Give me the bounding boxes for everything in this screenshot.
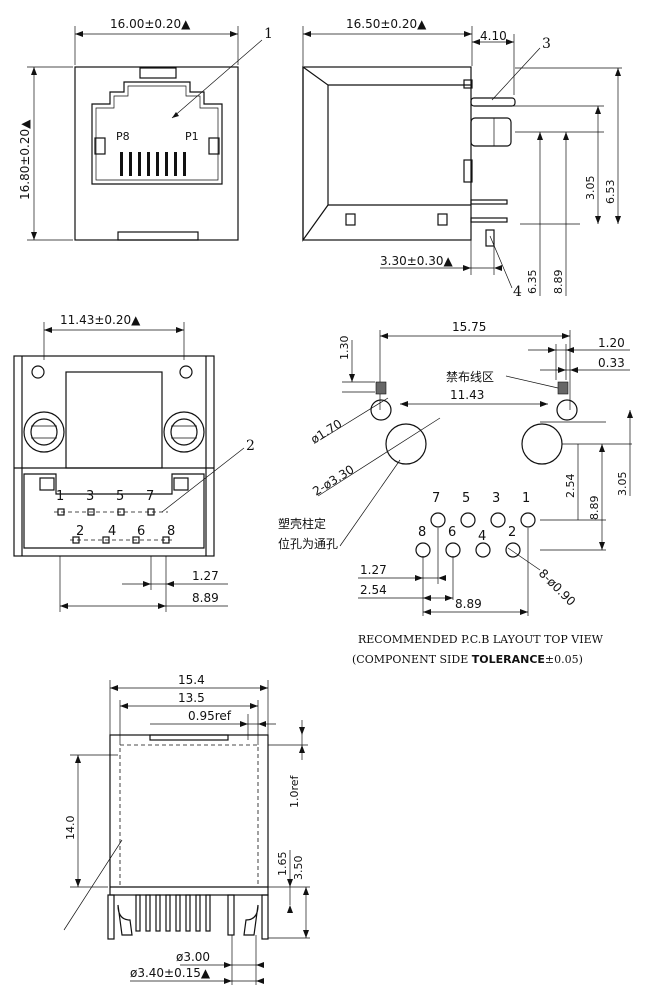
pcb-dim-889: 8.89 [455,597,482,611]
pcb-caption-line2: (COMPONENT SIDE TOLERANCE±0.05) [352,653,583,666]
front-balloon: 1 [264,26,273,42]
shield-dim-10ref: 1.0ref [288,774,301,808]
shield-dim-350: 3.50 [292,856,305,881]
pcb-pin-3: 3 [492,491,500,506]
pcb-pin-6: 6 [448,525,456,540]
pcb-keepout-left [375,381,387,395]
pcb-locator-line1: 塑壳柱定 [278,516,326,531]
front-contacts [120,152,186,176]
front-height-dim: 16.80±0.20▲ [18,119,32,200]
pcb-pin-8: 8 [418,525,426,540]
pcb-dim-1143: 11.43 [450,388,484,402]
shield-dia-340: ø3.40±0.15▲ [130,966,211,980]
pcb-dim-127: 1.27 [360,563,387,577]
pcb-pin-5: 5 [462,491,470,506]
side-dim-889: 8.89 [552,270,565,295]
shield-dim-154: 15.4 [178,673,205,687]
bottom-pitch-dim: 1.27 [192,569,219,583]
pcb-hole-left-large [385,423,427,465]
shield-inner-dashed [119,744,259,888]
pcb-layout: 15.75 1.30 1.20 0.33 禁布线区 11.43 [278,320,633,666]
pcb-dim-120: 1.20 [598,336,625,350]
front-width-dim: 16.00±0.20▲ [110,17,191,31]
side-balloon-top: 3 [542,36,551,52]
pcb-dim-254: 2.54 [360,583,387,597]
pcb-pin-2: 2 [508,525,516,540]
pcb-caption-prefix: (COMPONENT SIDE [352,653,472,666]
front-bottom-tab [117,231,199,241]
bottom-pin-1: 1 [56,489,64,504]
front-view: 16.00±0.20▲ 16.80±0.20▲ P8 P1 [18,17,273,241]
pcb-pin-holes [415,512,536,558]
bottom-pin-4: 4 [108,524,116,539]
front-pin-p1: P1 [185,130,199,143]
bottom-pin-8: 8 [167,524,175,539]
bottom-pin-7: 7 [146,489,154,504]
pcb-dim-1575: 15.75 [452,320,486,334]
pcb-pin-7: 7 [432,491,440,506]
side-top-dim: 4.10 [480,29,507,43]
bottom-pin-pads [57,508,170,544]
side-balloon-bottom: 4 [513,284,522,300]
pcb-locator-line2: 位孔为通孔 [278,536,338,551]
pcb-keepout-label: 禁布线区 [446,370,494,384]
bottom-housing [13,355,215,557]
pcb-pin-4: 4 [478,529,486,544]
pcb-pin-1: 1 [522,491,530,506]
side-dim-635: 6.35 [526,270,539,295]
pcb-dia-330: 2-ø3.30 [310,462,356,498]
shield-dim-165: 1.65 [276,852,289,877]
bottom-span-dim: 8.89 [192,591,219,605]
pcb-keepout-right [557,381,569,395]
shield-dim-135: 13.5 [178,691,205,705]
bottom-view: 11.43±0.20▲ 1 3 [13,313,255,612]
pcb-dim-254-v: 2.54 [564,474,577,499]
bottom-pin-3: 3 [86,489,94,504]
pcb-hole-right-large [521,423,563,465]
shield-dim-095: 0.95ref [188,709,232,723]
pcb-dim-130: 1.30 [338,336,351,361]
side-length-dim: 16.50±0.20▲ [346,17,427,31]
side-bottom-dim: 3.30±0.30▲ [380,254,453,268]
pcb-dim-305-v: 3.05 [616,472,629,497]
shield-dia-300: ø3.00 [176,950,210,964]
pcb-caption-tolerance: TOLERANCE [472,653,545,666]
pcb-dia-170: ø1.70 [308,417,344,447]
shield-pins [107,894,269,940]
side-view: 16.50±0.20▲ 4.10 3.05 [302,17,622,300]
bottom-balloon: 2 [246,438,255,454]
bottom-pin-6: 6 [137,524,145,539]
bottom-pin-2: 2 [76,524,84,539]
pcb-caption-line1: RECOMMENDED P.C.B LAYOUT TOP VIEW [358,633,604,646]
side-dim-305: 3.05 [584,176,597,201]
shield-dim-140: 14.0 [64,816,77,841]
pcb-dim-889-v: 8.89 [588,496,601,521]
rj45-opening [91,81,223,185]
pcb-caption-suffix: ±0.05) [545,653,583,666]
pcb-dia-090: 8-ø0.90 [536,566,578,608]
shield-view: 15.4 13.5 0.95ref [63,673,310,985]
side-dim-653: 6.53 [604,180,617,205]
pcb-hole-right-small [556,399,578,421]
front-pin-p8: P8 [116,130,130,143]
side-housing [302,66,472,241]
pcb-hole-left-small [370,399,392,421]
pcb-dim-033: 0.33 [598,356,625,370]
bottom-width-dim: 11.43±0.20▲ [60,313,141,327]
bottom-pin-5: 5 [116,489,124,504]
shield-outer [109,734,269,896]
front-latch-top [139,67,177,79]
